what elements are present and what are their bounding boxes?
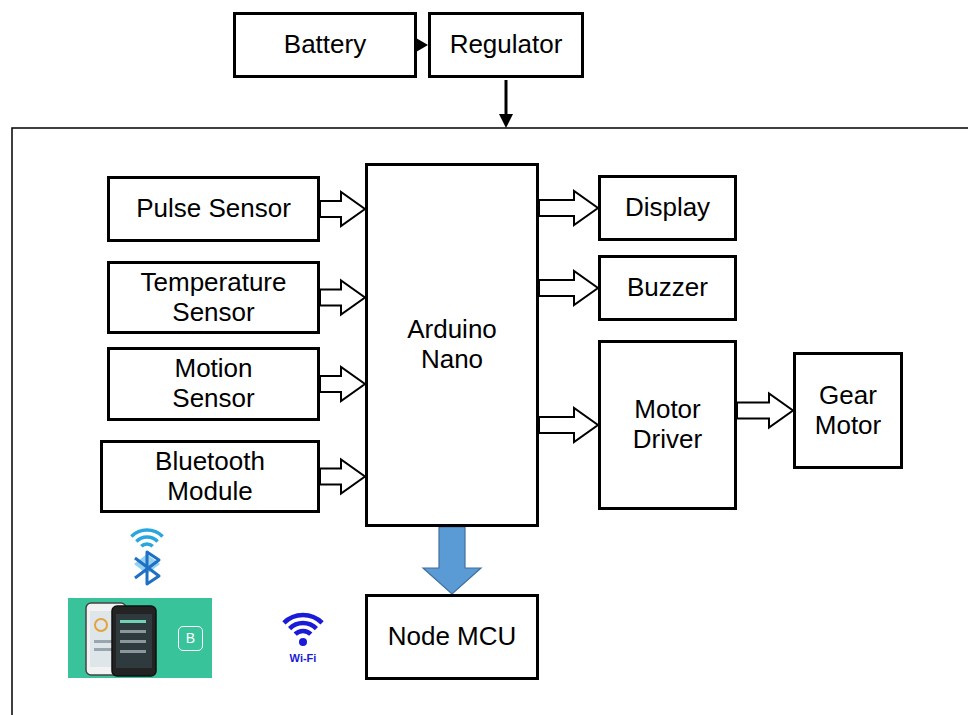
wifi-arc (284, 615, 322, 623)
supply-arrowhead (499, 114, 513, 128)
signal-arrow (320, 281, 365, 315)
supply-line (505, 80, 508, 116)
wifi-caption: Wi-Fi (278, 651, 328, 665)
signal-arc (131, 530, 162, 536)
sensor-box: Temperature Sensor (107, 261, 320, 335)
driver-box: Motor Driver (598, 340, 737, 510)
block-arrow (737, 394, 793, 428)
gauge (95, 619, 107, 631)
box-label: Motion Sensor (139, 354, 289, 414)
arrowhead (416, 38, 428, 52)
output-box: Display (598, 175, 737, 241)
bluetooth-rune (135, 552, 159, 584)
block-arrow (539, 408, 598, 442)
block-arrow (539, 271, 598, 305)
module-box: Bluetooth Module (100, 440, 320, 514)
box-label: Display (625, 193, 710, 223)
app-background (68, 598, 212, 678)
box-label: Node MCU (388, 622, 517, 652)
power-arrow (416, 38, 428, 52)
signal-arrow (320, 367, 365, 401)
wifi-arc (295, 631, 311, 634)
box-label: Regulator (450, 30, 563, 60)
wifi-arc (290, 623, 317, 629)
box-label: Motor Driver (615, 395, 720, 455)
signal-arrow (737, 394, 793, 428)
output-box: Buzzer (598, 255, 737, 321)
signal-arrow (539, 271, 598, 305)
signal-arc (136, 537, 157, 541)
block-arrow (320, 367, 365, 401)
supply-arrow (499, 80, 513, 128)
signal-arrow (539, 408, 598, 442)
controller-box: Arduino Nano (365, 163, 539, 527)
screen-row (120, 620, 146, 623)
wifi-icon (284, 615, 322, 646)
sensor-box: Motion Sensor (107, 347, 320, 421)
signal-arc (141, 544, 152, 546)
screen-row (120, 650, 146, 653)
power-box: Regulator (428, 12, 584, 78)
phone-app-image (68, 598, 212, 678)
app-icon-letter: B (178, 626, 203, 651)
phone-dark (112, 606, 156, 676)
signal-arrow (320, 192, 365, 226)
box-label: Gear Motor (806, 381, 890, 441)
box-label: Arduino Nano (387, 315, 517, 375)
block-arrow (423, 527, 481, 594)
phone-screen (116, 614, 152, 668)
signal-arrow (320, 460, 365, 494)
sensor-box: Pulse Sensor (107, 176, 320, 242)
bluetooth-icon (131, 530, 162, 584)
block-arrow (320, 281, 365, 315)
signal-arrow (539, 191, 598, 225)
block-arrow (320, 460, 365, 494)
screen-row (120, 640, 146, 643)
box-label: Temperature Sensor (129, 268, 299, 328)
enclosure-outline (12, 128, 968, 715)
box-label: Bluetooth Module (125, 447, 295, 507)
wifi-board-box: Node MCU (365, 594, 539, 680)
wifi-dot (299, 638, 307, 646)
box-label: Buzzer (627, 273, 708, 303)
screen-row (120, 630, 146, 633)
motor-box: Gear Motor (793, 352, 903, 469)
data-link-arrow (423, 527, 481, 594)
power-box: Battery (233, 12, 417, 78)
box-label: Pulse Sensor (136, 194, 291, 224)
block-arrow (539, 191, 598, 225)
block-arrow (320, 192, 365, 226)
box-label: Battery (284, 30, 366, 60)
